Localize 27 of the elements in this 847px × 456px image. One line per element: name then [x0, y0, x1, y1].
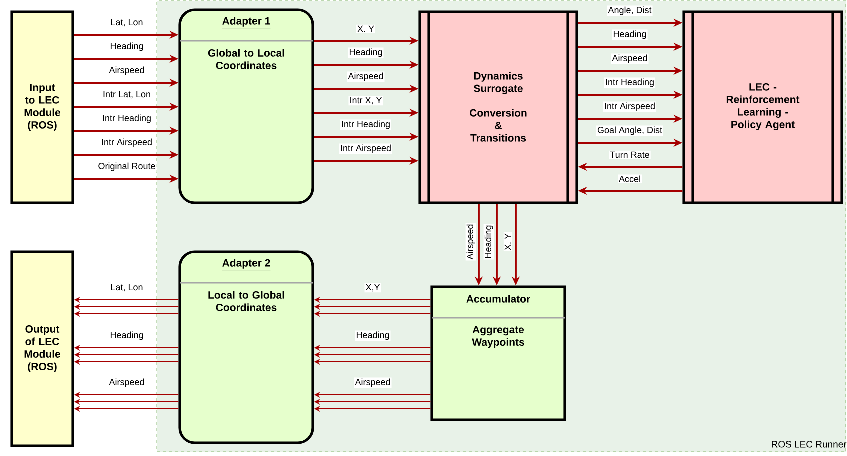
- edge-label: Intr Airspeed: [100, 138, 154, 148]
- edge-label: Intr Heading: [101, 114, 153, 124]
- edge-label: Original Route: [97, 162, 157, 172]
- edge-label: Heading: [109, 42, 145, 52]
- accumulator-box: Accumulator Aggregate Waypoints: [430, 286, 566, 422]
- edge-label: Accel: [618, 174, 642, 184]
- edge-label: Airspeed: [347, 72, 385, 82]
- module-box: Input to LEC Module (ROS): [10, 10, 74, 204]
- edge-label: Lat, Lon: [110, 283, 144, 293]
- edge-label: Airspeed: [611, 54, 649, 64]
- process-box: LEC - Reinforcement Learning - Policy Agent: [682, 10, 844, 204]
- edge-label: Heading: [109, 330, 145, 342]
- edge-label: Airspeed: [108, 378, 146, 388]
- edge-label: Airspeed: [466, 223, 476, 261]
- process-box: Dynamics Surrogate Conversion & Transitions: [418, 10, 578, 204]
- adapter-box: Adapter 2 Local to Global Coordinates: [178, 250, 314, 444]
- module-box: Output of LEC Module (ROS): [10, 250, 74, 448]
- edge-label: Intr Lat, Lon: [102, 90, 152, 100]
- edge-label: Heading: [348, 48, 384, 58]
- adapter-box: Adapter 1 Global to Local Coordinates: [178, 8, 314, 204]
- edge-label: Heading: [484, 224, 494, 260]
- edge-label: Lat, Lon: [110, 18, 144, 28]
- edge-label: Heading: [355, 330, 391, 342]
- edge-label: Heading: [612, 30, 648, 40]
- edge-label: Angle, Dist: [607, 6, 653, 16]
- edge-label: Airspeed: [354, 378, 392, 388]
- edge-label: Airspeed: [108, 66, 146, 76]
